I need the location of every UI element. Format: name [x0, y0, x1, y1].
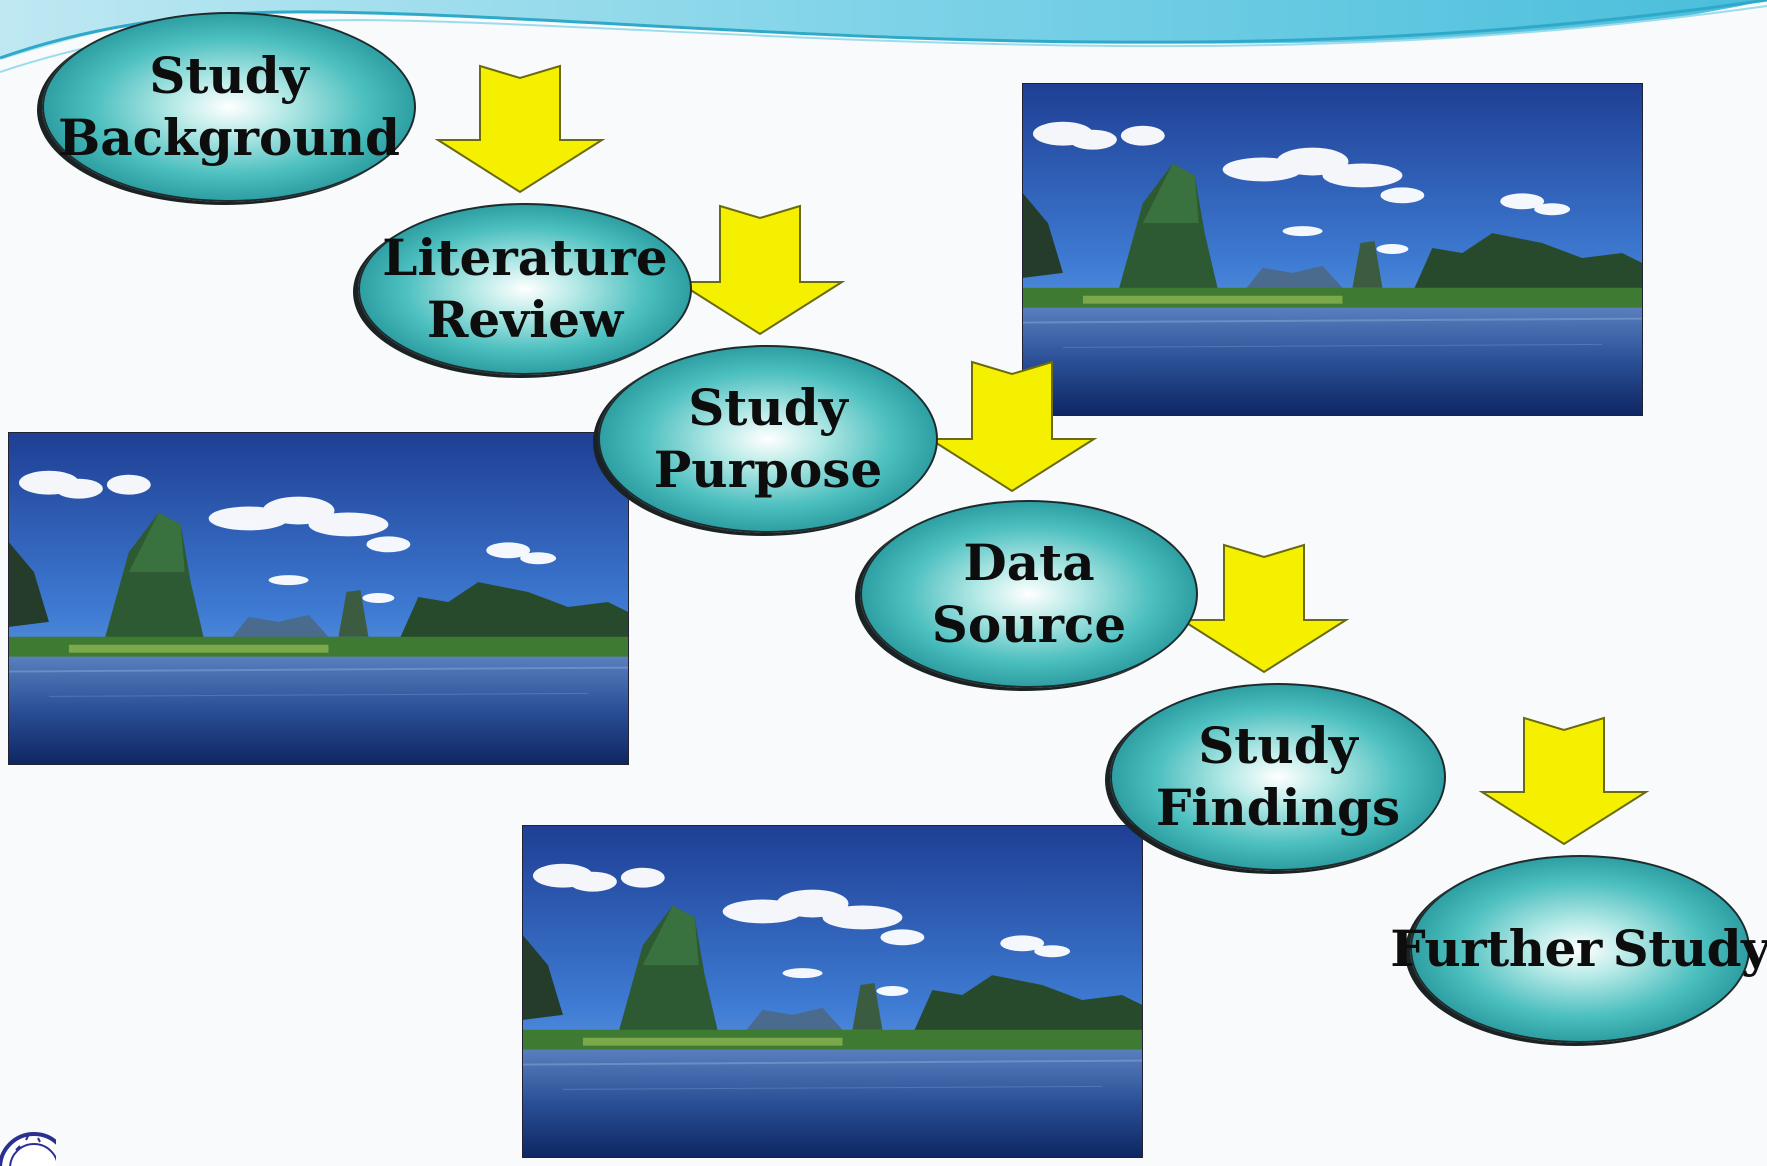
node-label: Study Background	[57, 46, 401, 167]
arrow-study-purpose-to-data-source	[926, 360, 1098, 493]
arrow-study-findings-to-further-study	[1478, 716, 1650, 846]
arrow-study-background-to-literature-review	[434, 64, 606, 194]
karst-river-photo-right	[1022, 83, 1643, 416]
karst-river-photo-left	[8, 432, 629, 765]
node-study-purpose: Study Purpose	[598, 345, 938, 533]
node-label: Data Source	[931, 533, 1127, 654]
arrow-data-source-to-study-findings	[1178, 543, 1350, 674]
arrow-literature-review-to-study-purpose	[674, 204, 846, 336]
node-label: Literature Review	[382, 228, 668, 349]
node-study-findings: Study Findings	[1110, 683, 1446, 871]
node-label: Study Purpose	[653, 378, 883, 499]
university-seal-logo	[0, 1132, 56, 1166]
node-label: Study Findings	[1155, 716, 1401, 837]
node-label: Further Study	[1390, 919, 1767, 978]
node-literature-review: Literature Review	[358, 203, 692, 375]
karst-river-photo-bottom	[522, 825, 1143, 1158]
node-data-source: Data Source	[860, 500, 1198, 688]
node-further-study: Further Study	[1390, 855, 1767, 1043]
node-study-background: Study Background	[42, 12, 416, 202]
